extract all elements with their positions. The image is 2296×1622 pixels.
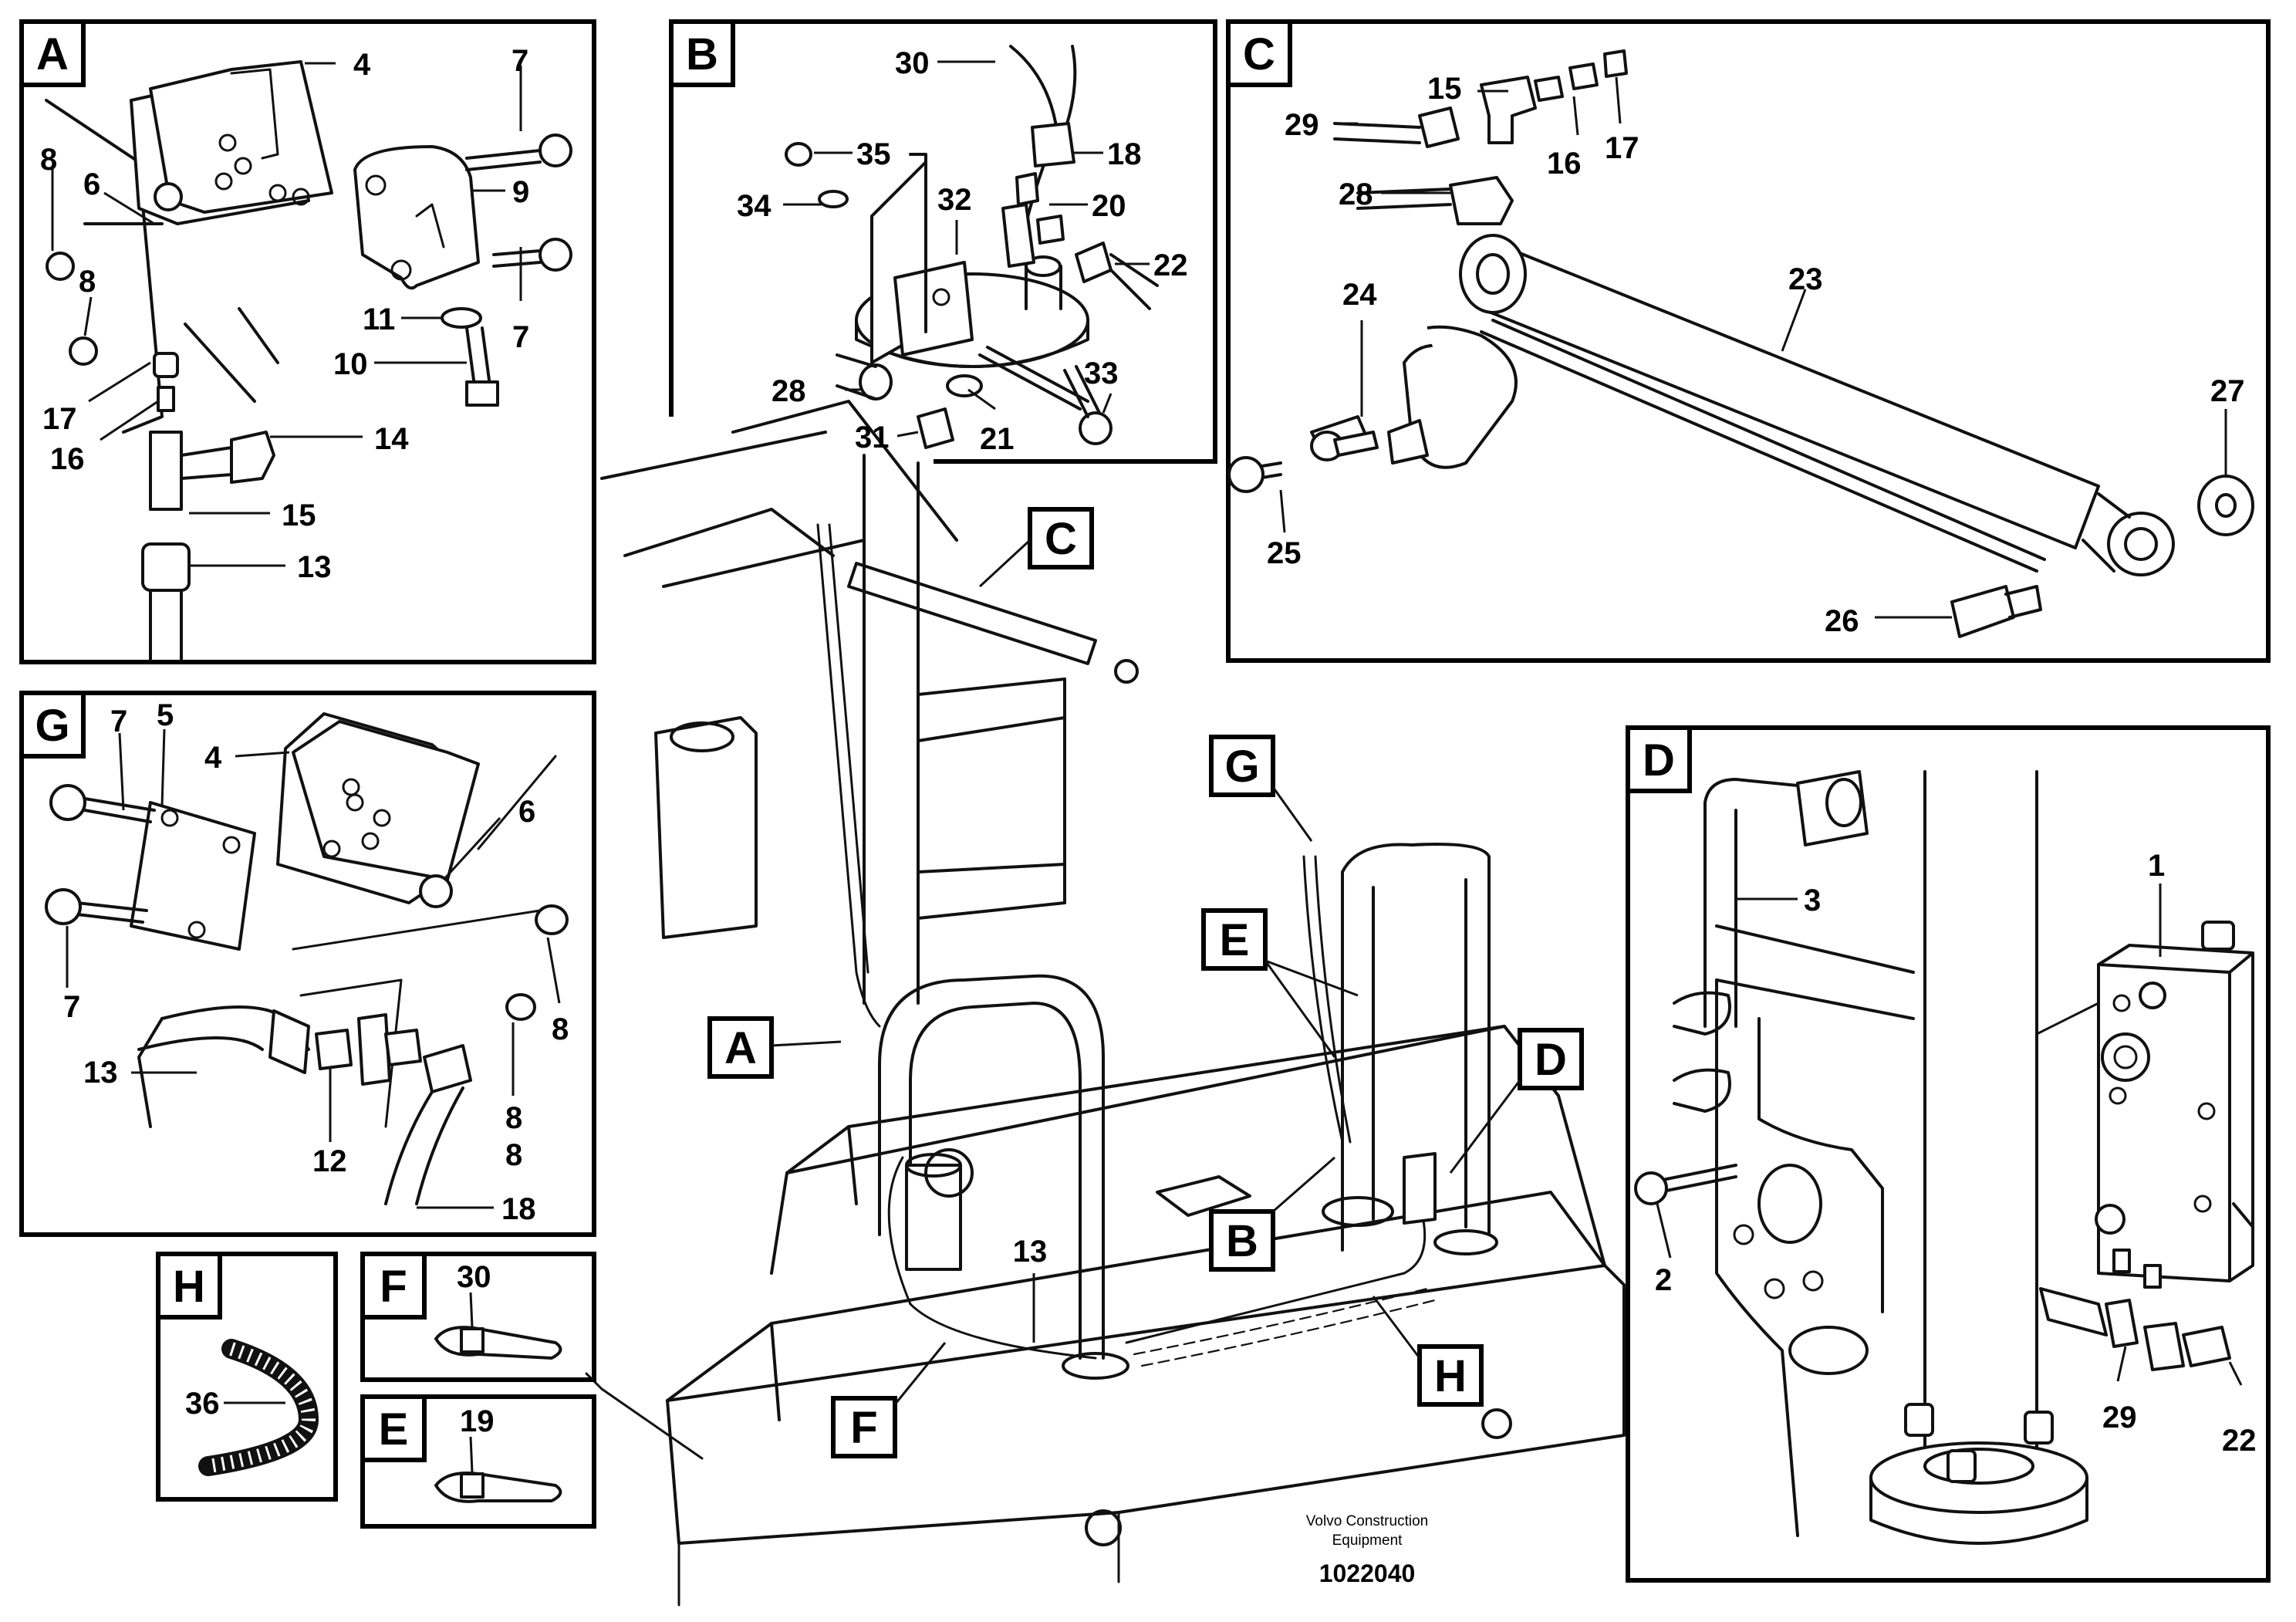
svg-text:25: 25 xyxy=(1267,536,1302,570)
panel-G: G xyxy=(19,691,596,1237)
svg-text:B: B xyxy=(686,29,718,79)
svg-text:13: 13 xyxy=(297,550,332,584)
svg-text:E: E xyxy=(379,1404,409,1455)
svg-text:31: 31 xyxy=(855,421,890,454)
main-assembly-view xyxy=(585,400,1626,1607)
svg-text:16: 16 xyxy=(1547,147,1582,181)
svg-text:19: 19 xyxy=(460,1404,495,1438)
svg-text:6: 6 xyxy=(518,795,535,829)
panel-F: F 30 xyxy=(360,1252,596,1382)
svg-text:18: 18 xyxy=(1107,137,1142,171)
panel-H: H 36 xyxy=(156,1252,338,1502)
main-tag-D: D xyxy=(1449,1028,1584,1174)
svg-text:34: 34 xyxy=(737,189,772,223)
svg-text:C: C xyxy=(1045,514,1077,564)
svg-text:H: H xyxy=(1434,1351,1467,1401)
svg-text:F: F xyxy=(850,1403,877,1453)
svg-text:7: 7 xyxy=(110,705,127,738)
svg-text:28: 28 xyxy=(772,374,806,408)
svg-text:A: A xyxy=(36,29,69,79)
svg-text:10: 10 xyxy=(333,347,368,381)
svg-text:D: D xyxy=(1643,735,1675,786)
svg-text:16: 16 xyxy=(50,442,85,476)
svg-text:24: 24 xyxy=(1342,278,1377,312)
svg-text:C: C xyxy=(1243,29,1275,79)
svg-text:27: 27 xyxy=(2210,374,2245,408)
svg-text:G: G xyxy=(1224,742,1259,792)
svg-text:13: 13 xyxy=(83,1056,118,1090)
svg-text:35: 35 xyxy=(856,137,891,171)
svg-text:29: 29 xyxy=(1285,108,1319,142)
svg-text:3: 3 xyxy=(1804,884,1821,917)
svg-text:F: F xyxy=(380,1262,407,1312)
svg-text:5: 5 xyxy=(157,698,174,732)
svg-text:12: 12 xyxy=(312,1144,347,1178)
main-tag-G: G xyxy=(1209,735,1313,842)
svg-text:9: 9 xyxy=(512,175,529,209)
svg-text:17: 17 xyxy=(1605,131,1639,165)
svg-text:8: 8 xyxy=(79,265,96,299)
svg-text:1: 1 xyxy=(2148,849,2165,883)
main-tag-F: F xyxy=(831,1342,947,1458)
svg-text:32: 32 xyxy=(937,183,972,217)
svg-text:20: 20 xyxy=(1092,189,1126,223)
panel-B: B xyxy=(669,19,1217,464)
svg-text:36: 36 xyxy=(185,1387,220,1421)
main-tag-C: C xyxy=(978,507,1094,588)
svg-text:29: 29 xyxy=(2102,1401,2137,1434)
main-tag-A: A xyxy=(707,1016,842,1079)
main-tag-B: B xyxy=(1209,1156,1335,1272)
panel-C: C xyxy=(1226,19,2271,663)
main-tag-H: H xyxy=(1372,1296,1484,1407)
svg-text:4: 4 xyxy=(353,48,371,82)
svg-text:7: 7 xyxy=(512,320,529,354)
svg-text:13: 13 xyxy=(1013,1235,1048,1269)
svg-text:28: 28 xyxy=(1339,177,1373,211)
panel-D: D xyxy=(1626,725,2271,1583)
svg-text:15: 15 xyxy=(1427,72,1462,106)
svg-text:30: 30 xyxy=(895,46,930,80)
svg-text:26: 26 xyxy=(1825,604,1859,638)
panel-A: A xyxy=(19,19,596,664)
svg-text:22: 22 xyxy=(2222,1424,2257,1458)
svg-text:15: 15 xyxy=(282,498,316,532)
svg-text:Volvo Construction: Volvo Construction xyxy=(1306,1513,1428,1529)
svg-text:4: 4 xyxy=(204,741,222,775)
svg-text:14: 14 xyxy=(374,422,409,456)
svg-text:H: H xyxy=(173,1262,205,1312)
svg-text:2: 2 xyxy=(1655,1263,1672,1297)
main-callout-13: 13 xyxy=(1013,1235,1048,1343)
svg-text:8: 8 xyxy=(505,1101,522,1135)
svg-text:18: 18 xyxy=(501,1192,536,1226)
svg-text:17: 17 xyxy=(42,402,77,436)
svg-text:7: 7 xyxy=(512,44,528,78)
svg-text:8: 8 xyxy=(505,1138,522,1172)
svg-text:D: D xyxy=(1535,1035,1567,1085)
svg-text:23: 23 xyxy=(1788,262,1823,296)
svg-text:6: 6 xyxy=(83,167,100,201)
svg-text:8: 8 xyxy=(552,1012,569,1046)
svg-text:G: G xyxy=(35,701,69,751)
svg-text:33: 33 xyxy=(1084,357,1119,390)
svg-text:21: 21 xyxy=(980,422,1015,456)
svg-text:8: 8 xyxy=(40,143,57,177)
document-number: 1022040 xyxy=(1319,1559,1416,1587)
publisher-credit: Volvo Construction Equipment xyxy=(1306,1513,1428,1549)
svg-text:7: 7 xyxy=(63,990,80,1024)
main-tag-E: E xyxy=(1201,908,1359,1058)
svg-text:A: A xyxy=(724,1023,757,1073)
svg-text:30: 30 xyxy=(457,1260,491,1294)
svg-text:22: 22 xyxy=(1153,248,1188,282)
svg-text:B: B xyxy=(1226,1216,1258,1266)
panel-E: E 19 xyxy=(360,1394,596,1529)
svg-text:Equipment: Equipment xyxy=(1332,1532,1403,1549)
svg-text:11: 11 xyxy=(363,302,395,336)
svg-text:E: E xyxy=(1220,915,1250,965)
